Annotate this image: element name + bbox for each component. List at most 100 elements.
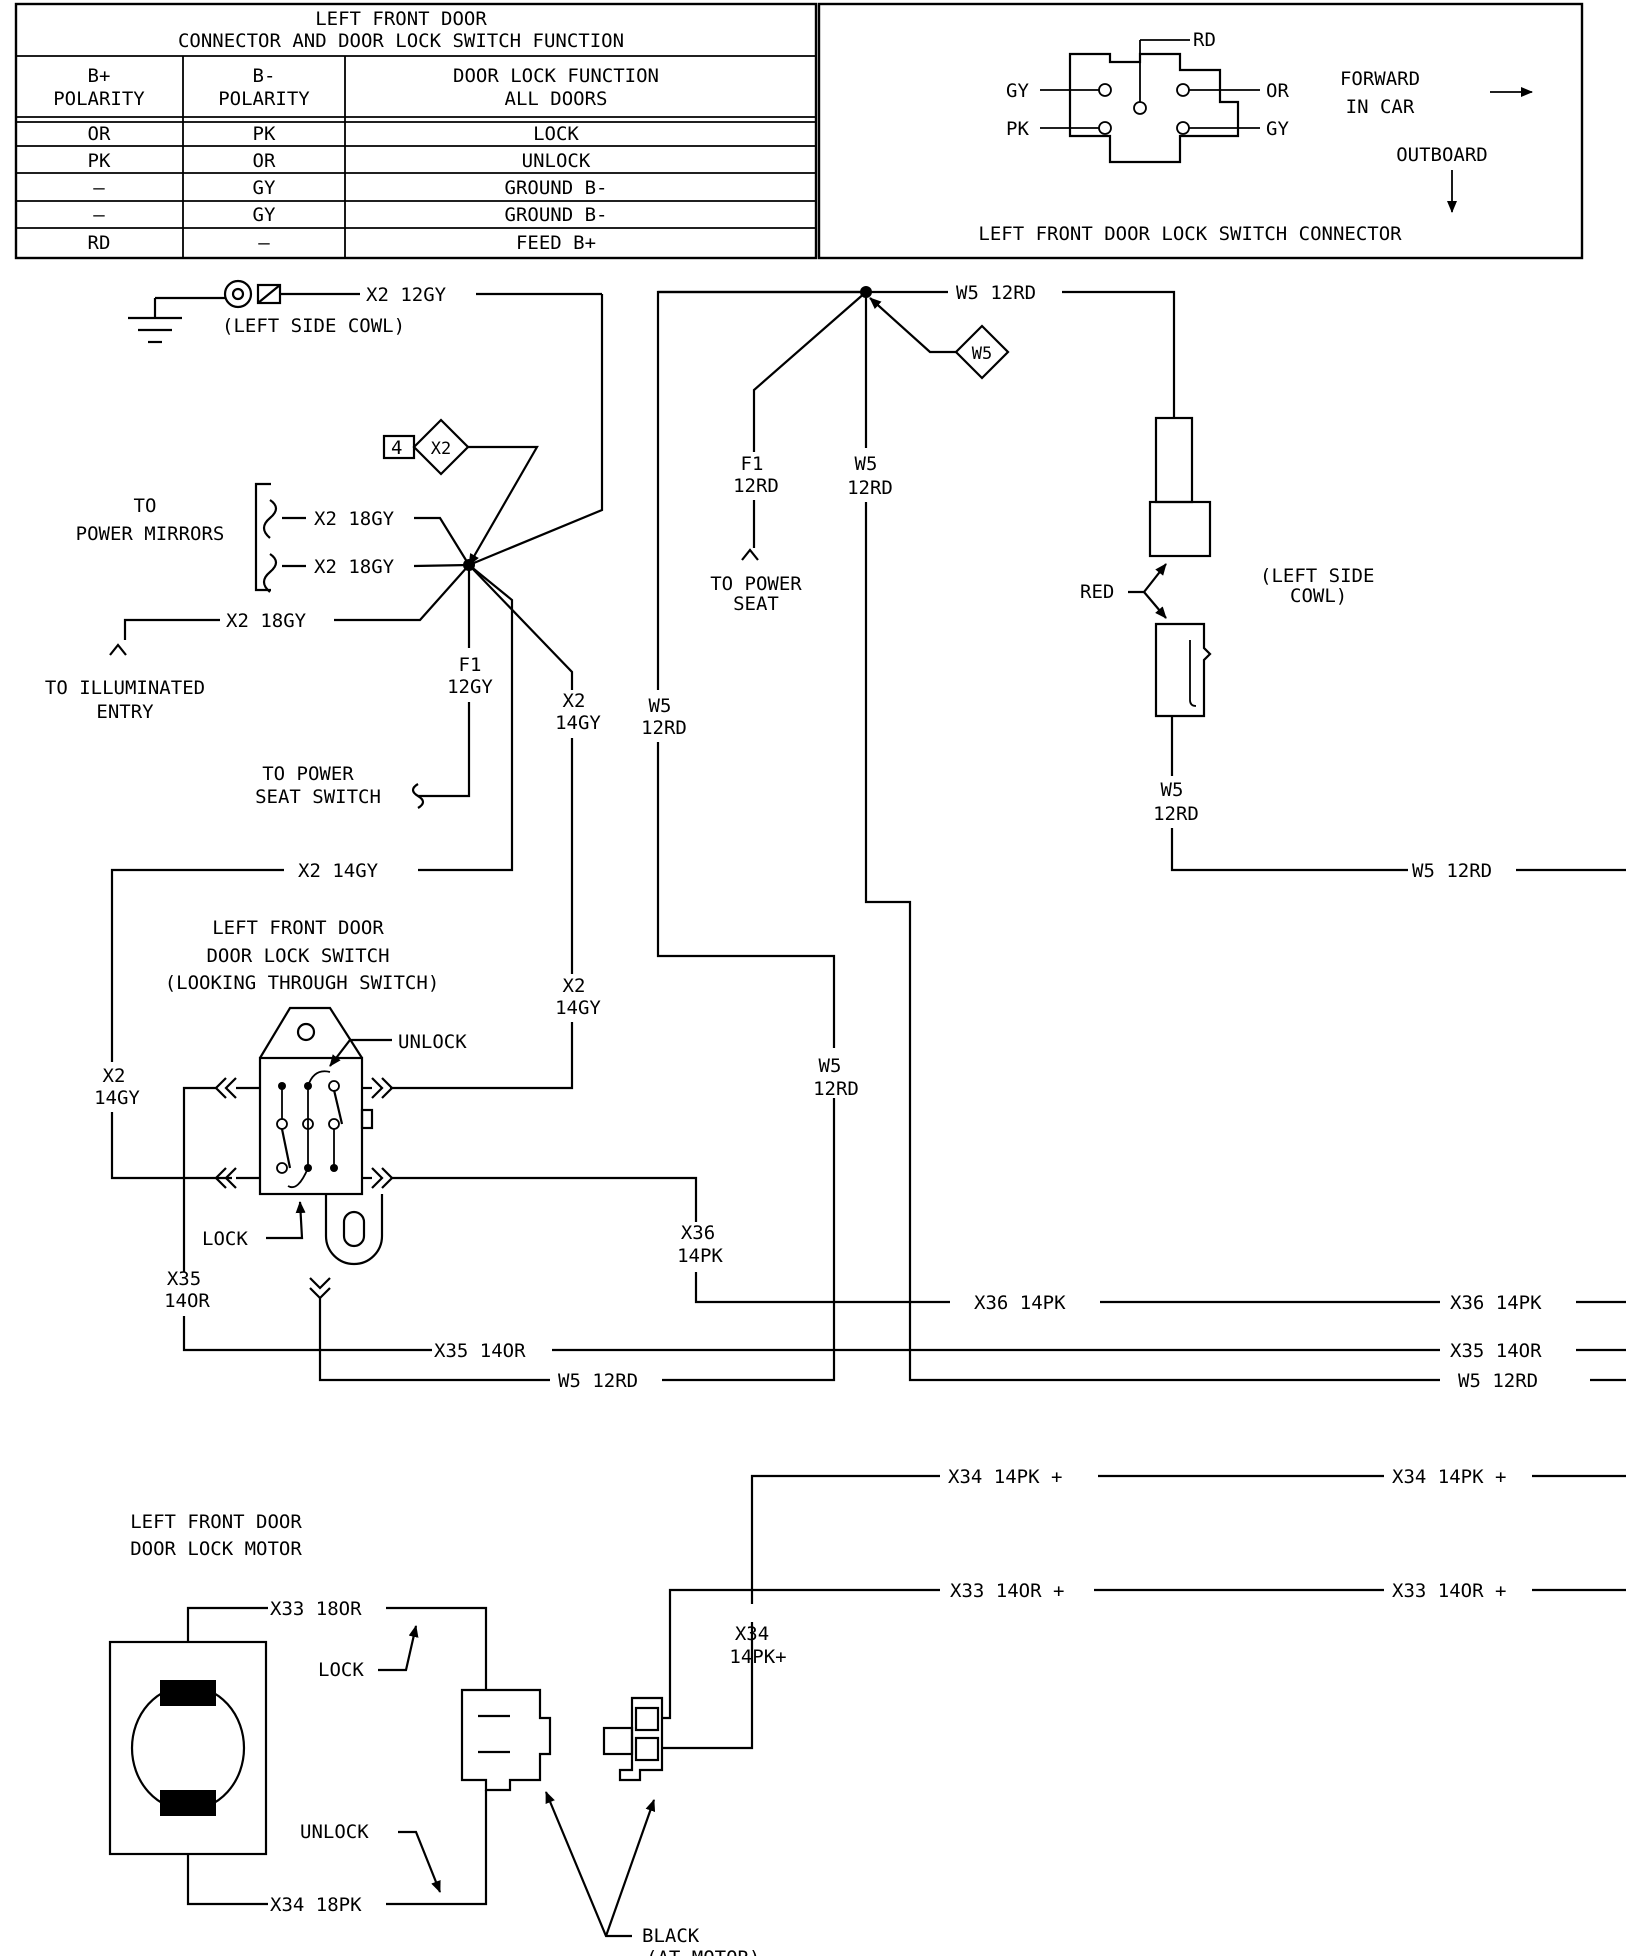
table-header-b-plus-polarity: POLARITY xyxy=(53,88,145,110)
door-lock-motor xyxy=(108,1640,268,1856)
motor-title-line1: LEFT FRONT DOOR xyxy=(130,1511,302,1533)
table-cell: GROUND B- xyxy=(505,204,608,226)
table-cell: RD xyxy=(88,232,111,254)
table-cell: GY xyxy=(253,177,276,199)
pin-gy-left-label: GY xyxy=(1006,80,1029,102)
x36-14pk-vert-gauge: 14PK xyxy=(677,1245,723,1267)
connector-outline xyxy=(1068,52,1240,164)
x35-14or-b-label: X35 14OR xyxy=(1450,1340,1542,1362)
w5-12rd-lower-vert-w5: W5 xyxy=(819,1055,842,1077)
w5-12rd-c-label: W5 12RD xyxy=(558,1370,638,1392)
f1-12rd-f1: F1 xyxy=(741,453,764,475)
x33-14or-b-label: X33 14OR + xyxy=(1392,1580,1506,1602)
to-power-seat-line2: SEAT xyxy=(733,593,779,615)
w5-12rd-top-label: W5 12RD xyxy=(956,282,1036,304)
table-row: RD – FEED B+ xyxy=(88,232,596,254)
w5-diamond-icon xyxy=(954,324,1010,380)
motor-connector-male xyxy=(602,1696,664,1782)
forward-in-car-label: IN CAR xyxy=(1346,96,1415,118)
x2-14gy-left-gauge: 14GY xyxy=(94,1087,140,1109)
to-power-mirrors-label: POWER MIRRORS xyxy=(76,523,225,545)
wire-x2-12gy-ground xyxy=(468,294,604,567)
w5-12rd-left-vert-gauge: 12RD xyxy=(641,717,687,739)
to-illuminated-entry-line1: TO ILLUMINATED xyxy=(45,677,205,699)
table-header-b-plus: B+ xyxy=(88,65,111,87)
to-illuminated-entry-line2: ENTRY xyxy=(96,701,154,723)
switch-mount-slot-icon xyxy=(342,1210,366,1248)
ground-wire-label: X2 12GY xyxy=(366,284,447,306)
w5-12rd-center-gauge: 12RD xyxy=(847,477,893,499)
function-table: LEFT FRONT DOOR CONNECTOR AND DOOR LOCK … xyxy=(14,2,818,260)
w5-12rd-cowl-gauge: 12RD xyxy=(1153,803,1199,825)
w5-12rd-right-a-label: W5 12RD xyxy=(1412,860,1492,882)
table-title-line2: CONNECTOR AND DOOR LOCK SWITCH FUNCTION xyxy=(178,30,624,52)
table-cell: – xyxy=(93,204,105,226)
table-cell: PK xyxy=(253,123,276,145)
pin-gy-right-label: GY xyxy=(1266,118,1289,140)
switch-title-line3: (LOOKING THROUGH SWITCH) xyxy=(165,972,440,994)
x33-18or-label: X33 18OR xyxy=(270,1598,362,1620)
lock-label: LOCK xyxy=(202,1228,248,1250)
table-cell: FEED B+ xyxy=(516,232,596,254)
left-side-cowl-2-line1: (LEFT SIDE xyxy=(1260,565,1374,587)
x35-14or-left-gauge: 14OR xyxy=(164,1290,210,1312)
table-header-all-doors: ALL DOORS xyxy=(505,88,608,110)
w5-12rd-b-label: W5 12RD xyxy=(1458,1370,1538,1392)
table-cell: UNLOCK xyxy=(522,150,591,172)
switch-title-line2: DOOR LOCK SWITCH xyxy=(206,945,389,967)
f1-12gy-label-f1: F1 xyxy=(459,654,482,676)
x34-14pk-a-label: X34 14PK + xyxy=(948,1466,1062,1488)
pin-rd-label: RD xyxy=(1193,29,1216,51)
splice-ref-number: 4 xyxy=(391,437,402,459)
x2-14gy-left-x2: X2 xyxy=(103,1065,126,1087)
to-power-seat-switch-line2: SEAT SWITCH xyxy=(255,786,381,808)
table-cell: OR xyxy=(88,123,111,145)
x36-14pk-vert-x36: X36 xyxy=(681,1222,715,1244)
ground-eyelet-icon xyxy=(223,279,253,309)
w5-12rd-cowl-w5: W5 xyxy=(1161,779,1184,801)
x35-14or-left-x35: X35 xyxy=(167,1268,201,1290)
illum-wire-label: X2 18GY xyxy=(226,610,307,632)
table-row: OR PK LOCK xyxy=(88,123,580,145)
ground-symbol-icon xyxy=(128,296,225,344)
w5-12rd-center-w5: W5 xyxy=(855,453,878,475)
at-motor-label: (AT MOTOR) xyxy=(646,1947,760,1956)
motor-connector-female xyxy=(460,1688,552,1792)
outboard-label: OUTBOARD xyxy=(1396,144,1488,166)
x2-14gy-right-gauge: 14GY xyxy=(555,997,601,1019)
x33-14or-a-label: X33 14OR + xyxy=(950,1580,1064,1602)
left-side-cowl-label: (LEFT SIDE COWL) xyxy=(222,315,405,337)
switch-connector-chevrons xyxy=(214,1077,394,1300)
x35-14or-a-label: X35 14OR xyxy=(434,1340,526,1362)
to-power-mirrors-to: TO xyxy=(134,495,157,517)
cowl-connector xyxy=(1148,416,1212,718)
motor-lock-label: LOCK xyxy=(318,1659,364,1681)
connector-caption: LEFT FRONT DOOR LOCK SWITCH CONNECTOR xyxy=(978,223,1402,245)
w5-12rd-left-vert-w5: W5 xyxy=(649,695,672,717)
f1-12gy-label-gauge: 12GY xyxy=(447,676,493,698)
power-seat-connector-icon xyxy=(741,548,759,561)
x34-14pk-b-label: X34 14PK + xyxy=(1392,1466,1506,1488)
black-label: BLACK xyxy=(642,1925,700,1947)
table-cell: – xyxy=(258,232,270,254)
table-header-b-minus-polarity: POLARITY xyxy=(218,88,310,110)
switch-mount-hole-icon xyxy=(296,1022,316,1042)
table-cell: GROUND B- xyxy=(505,177,608,199)
mirror-wire-2-label: X2 18GY xyxy=(314,556,395,578)
to-power-seat-switch-line1: TO POWER xyxy=(262,763,354,785)
x2-14gy-mid-gauge: 14GY xyxy=(555,712,601,734)
w5-diamond-label: W5 xyxy=(972,344,992,364)
power-mirrors-bracket xyxy=(254,482,271,592)
forward-label: FORWARD xyxy=(1340,68,1420,90)
x36-14pk-a-label: X36 14PK xyxy=(974,1292,1066,1314)
mirror-connector-1-icon xyxy=(262,499,278,539)
table-cell: GY xyxy=(253,204,276,226)
motor-unlock-label: UNLOCK xyxy=(300,1821,369,1843)
splice-ref-x2: X2 xyxy=(431,439,451,459)
left-side-cowl-2-line2: COWL) xyxy=(1290,585,1347,607)
table-row: – GY GROUND B- xyxy=(93,204,607,226)
wire-x2-14gy-left xyxy=(418,564,514,872)
table-cell: – xyxy=(93,177,105,199)
